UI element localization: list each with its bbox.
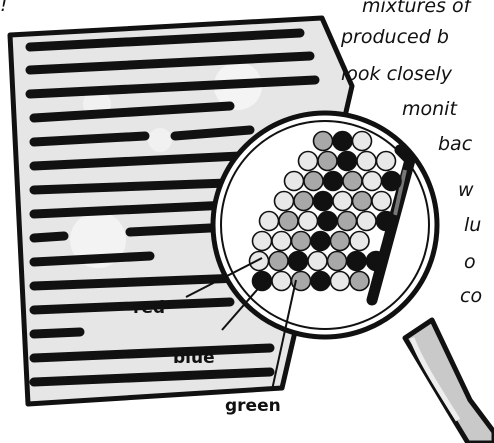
caption-line: mixtures of bbox=[362, 0, 470, 16]
label-red: red bbox=[133, 300, 165, 317]
phosphor-dot bbox=[318, 152, 337, 171]
phosphor-dot bbox=[353, 192, 372, 211]
phosphor-dot bbox=[260, 212, 279, 231]
phosphor-dot bbox=[343, 172, 362, 191]
phosphor-dot bbox=[324, 172, 343, 191]
phosphor-dot bbox=[272, 272, 291, 291]
caption-line: produced b bbox=[341, 28, 449, 47]
phosphor-dot bbox=[285, 172, 304, 191]
phosphor-dot bbox=[292, 232, 311, 251]
label-blue: blue bbox=[173, 350, 215, 367]
phosphor-dot bbox=[314, 132, 333, 151]
phosphor-dot bbox=[328, 252, 347, 271]
phosphor-dot bbox=[308, 252, 327, 271]
phosphor-dot bbox=[272, 232, 291, 251]
phosphor-dot bbox=[347, 252, 366, 271]
phosphor-dot bbox=[350, 272, 369, 291]
phosphor-dot bbox=[357, 152, 376, 171]
phosphor-dot bbox=[253, 272, 272, 291]
phosphor-dot bbox=[294, 192, 313, 211]
caption-line: monit bbox=[402, 100, 457, 119]
label-green: green bbox=[225, 398, 281, 415]
phosphor-dot bbox=[253, 232, 272, 251]
phosphor-dot bbox=[279, 212, 298, 231]
phosphor-dot bbox=[331, 272, 350, 291]
caption-line: look closely bbox=[341, 65, 452, 84]
caption-line: o bbox=[464, 253, 476, 272]
caption-line: co bbox=[460, 287, 482, 306]
phosphor-dot bbox=[250, 252, 269, 271]
caption-fragment: ! bbox=[0, 0, 8, 15]
phosphor-dot bbox=[338, 212, 357, 231]
phosphor-dot bbox=[299, 152, 318, 171]
phosphor-dot bbox=[314, 192, 333, 211]
phosphor-dot bbox=[372, 192, 391, 211]
phosphor-dot bbox=[299, 212, 318, 231]
caption-line: bac bbox=[438, 135, 472, 154]
phosphor-dot bbox=[377, 152, 396, 171]
phosphor-dot bbox=[289, 252, 308, 271]
phosphor-dot bbox=[269, 252, 288, 271]
phosphor-dot bbox=[275, 192, 294, 211]
caption-line: lu bbox=[464, 216, 481, 235]
phosphor-dot bbox=[318, 212, 337, 231]
phosphor-dot bbox=[353, 132, 372, 151]
phosphor-dot bbox=[350, 232, 369, 251]
phosphor-dot bbox=[367, 252, 386, 271]
phosphor-dot bbox=[363, 172, 382, 191]
caption-line: w bbox=[458, 181, 474, 200]
phosphor-dot bbox=[304, 172, 323, 191]
phosphor-dot bbox=[333, 132, 352, 151]
phosphor-dot bbox=[331, 232, 350, 251]
phosphor-dot bbox=[333, 192, 352, 211]
phosphor-dot bbox=[377, 212, 396, 231]
phosphor-dot bbox=[338, 152, 357, 171]
phosphor-dot bbox=[311, 232, 330, 251]
phosphor-dot bbox=[382, 172, 401, 191]
glare-spot bbox=[148, 128, 172, 152]
phosphor-dot bbox=[357, 212, 376, 231]
phosphor-dot bbox=[311, 272, 330, 291]
